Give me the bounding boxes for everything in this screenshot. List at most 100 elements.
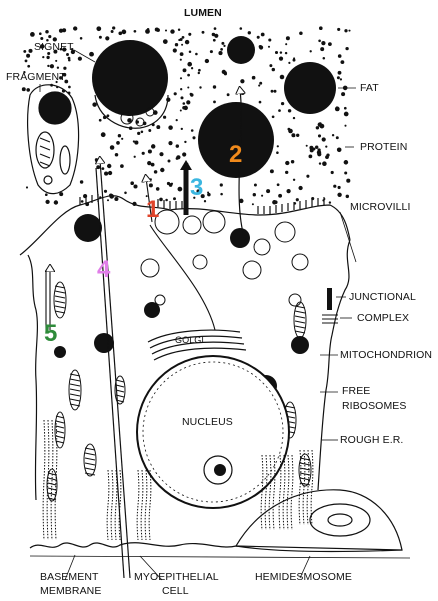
protein-dot [104,172,108,176]
signet-droplet [92,40,168,128]
protein-dot [159,152,163,156]
protein-dot [73,26,77,30]
protein-dot [115,153,119,157]
label-fragment: FRAGMENT [6,72,66,83]
protein-dot [271,90,274,93]
protein-dot [257,36,260,39]
protein-dot [107,164,111,168]
protein-dot [28,49,32,53]
protein-dot [213,85,216,88]
protein-dot [344,107,347,110]
protein-dot [198,72,200,74]
protein-dot [27,65,30,68]
protein-dot [319,26,323,30]
protein-dot [346,195,349,198]
protein-dot [291,160,294,163]
protein-dot [328,42,332,46]
protein-dot [96,165,100,169]
protein-dot [178,28,180,30]
protein-dot [280,51,282,53]
protein-dot [121,138,123,140]
protein-dot [254,184,257,187]
mitochondrion-crista [295,326,305,328]
protein-dot [279,56,283,60]
protein-dot [268,38,271,41]
protein-dot [54,200,58,204]
protein-dot [227,93,230,96]
protein-dot [133,184,137,188]
protein-dot [318,122,322,126]
protein-dot [276,151,279,154]
protein-dot [272,68,275,71]
protein-dot [218,51,222,55]
protein-dot [214,27,217,30]
protein-dot [333,185,336,188]
protein-dot [80,180,83,183]
label-nucleus: NUCLEUS [182,417,233,428]
protein-dot [288,62,290,64]
protein-dot [174,92,177,95]
protein-dot [212,33,215,36]
protein-dot [331,171,334,174]
protein-dot [134,141,138,145]
protein-dot [344,29,347,32]
label-cell: CELL [162,586,189,597]
protein-dot [180,96,183,99]
label-hemidesmosome: HEMIDESMOSOME [255,572,352,583]
protein-dot [205,59,209,63]
protein-dot [137,132,140,135]
protein-dot [285,161,289,165]
protein-dot [134,30,137,33]
protein-dot [80,37,83,40]
protein-dot [156,28,160,32]
protein-dot [168,125,173,130]
er-cisterna [149,470,151,540]
myoepithelial-cell [236,490,402,552]
protein-dot [275,51,278,54]
protein-dot [274,90,277,93]
protein-dot [102,167,105,170]
mitochondrion-crista [116,380,124,382]
label-myoepithelial: MYOEPITHELIAL [134,572,219,583]
protein-dot [268,46,270,48]
label-junctional: JUNCTIONAL [349,292,416,303]
protein-dot [156,187,160,191]
protein-dot [322,137,326,141]
protein-dot [92,102,96,106]
protein-dot [344,171,347,174]
protein-dot [202,31,205,34]
er-cisterna [307,450,309,525]
mitochondrion-crista [56,421,64,423]
mitochondrion-crista [55,306,65,308]
protein-dot [213,39,216,42]
protein-dot [348,30,350,32]
mitochondrion-crista [85,463,95,465]
protein-dot [340,60,344,64]
protein-dot [107,199,109,201]
protein-dot [261,195,263,197]
protein-dot [159,198,163,202]
protein-dot [45,200,49,204]
mitochondrion-crista [55,311,65,313]
er-cisterna [115,470,117,540]
protein-dot [182,152,186,156]
label-free: FREE [342,386,370,397]
protein-dot [183,68,187,72]
protein-dot [163,39,168,44]
protein-dot [180,77,182,79]
mitochondrion-crista [70,389,80,391]
protein-dot [107,114,110,117]
protein-dot [176,155,180,159]
protein-dot [156,125,160,129]
label-protein: PROTEIN [360,142,407,153]
protein-dot [285,171,288,174]
protein-dot [96,26,101,31]
protein-dot [147,161,151,165]
label-signet: SIGNET [34,42,74,53]
protein-dot [293,179,295,181]
protein-dot [306,175,309,178]
mitochondrion-crista [70,379,80,381]
protein-dot [195,53,198,56]
protein-dot [175,43,178,46]
protein-dot [46,56,49,59]
